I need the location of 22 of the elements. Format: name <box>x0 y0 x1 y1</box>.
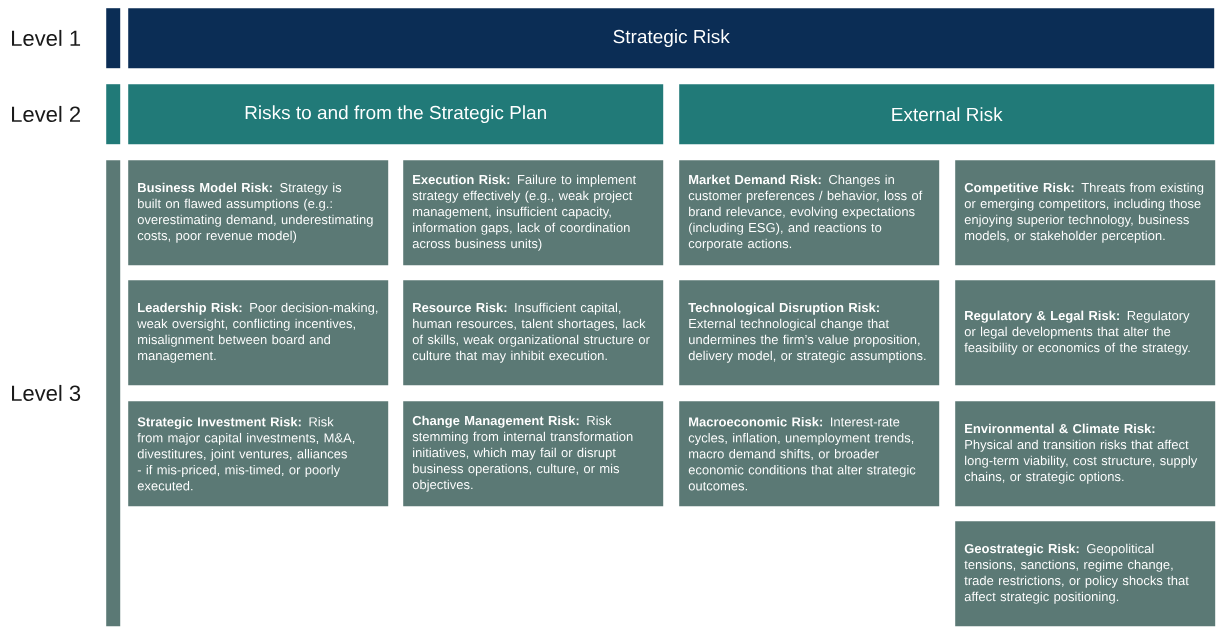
level-bar <box>106 8 121 69</box>
risk-card: Competitive Risk: Threats from existing or emerging competitors, including those enjoying superior technology, business models, or stakeholder perception. <box>955 160 1216 266</box>
category-band: External Risk <box>679 84 1215 145</box>
risk-card: Market Demand Risk: Changes in customer preferences / behavior, loss of brand relevance, evolving expectations (including ESG), and reactions to corporate actions. <box>679 160 940 266</box>
category-band: Risks to and from the Strategic Plan <box>128 84 664 145</box>
risk-card: Geostrategic Risk: Geopolitical tensions, sanctions, regime change, trade restrictions, or policy shocks that affect strategic positioning. <box>955 521 1216 627</box>
risk-card: Resource Risk: Insufficient capital, human resources, talent shortages, lack of skills, weak organizational structure or culture that may inhibit execution. <box>403 280 664 386</box>
risk-card: Execution Risk: Failure to implement strategy effectively (e.g., weak project management, insufficient capacity, information gaps, lack of coordination across business units) <box>403 160 664 266</box>
level-bar <box>106 160 121 627</box>
risk-card: Leadership Risk: Poor decision-making, weak oversight, conflicting incentives, misalignment between board and management. <box>128 280 389 386</box>
level-label: Level 1 <box>12 29 81 47</box>
risk-card: Technological Disruption Risk: External technological change that undermines the firm’s value proposition, delivery model, or strategic assumptions. <box>679 280 940 386</box>
level-label: Level 3 <box>12 384 81 402</box>
risk-card: Regulatory & Legal Risk: Regulatory or legal developments that alter the feasibility or economics of the strategy. <box>955 280 1216 386</box>
risk-card: Change Management Risk: Risk stemming from internal transformation initiatives, which may fail or disrupt business operations, culture, or mis objectives. <box>403 401 664 507</box>
risk-card: Environmental & Climate Risk: Physical and transition risks that affect long-term viability, cost structure, supply chains, or strategic options. <box>955 401 1216 507</box>
header-band: Strategic Risk <box>128 8 1215 69</box>
level-label: Level 2 <box>12 105 80 123</box>
level-bar <box>106 84 121 145</box>
risk-card: Strategic Investment Risk: Risk from major capital investments, M&A, divestitures, joint ventures, alliances - if mis-priced, mis-timed, or poorly executed. <box>128 401 389 507</box>
risk-card: Macroeconomic Risk: Interest-rate cycles, inflation, unemployment trends, macro demand shifts, or broader economic conditions that alter strategic outcomes. <box>679 401 940 507</box>
risk-card: Business Model Risk: Strategy is built on flawed assumptions (e.g.: overestimating demand, underestimating costs, poor revenue model) <box>128 160 389 266</box>
